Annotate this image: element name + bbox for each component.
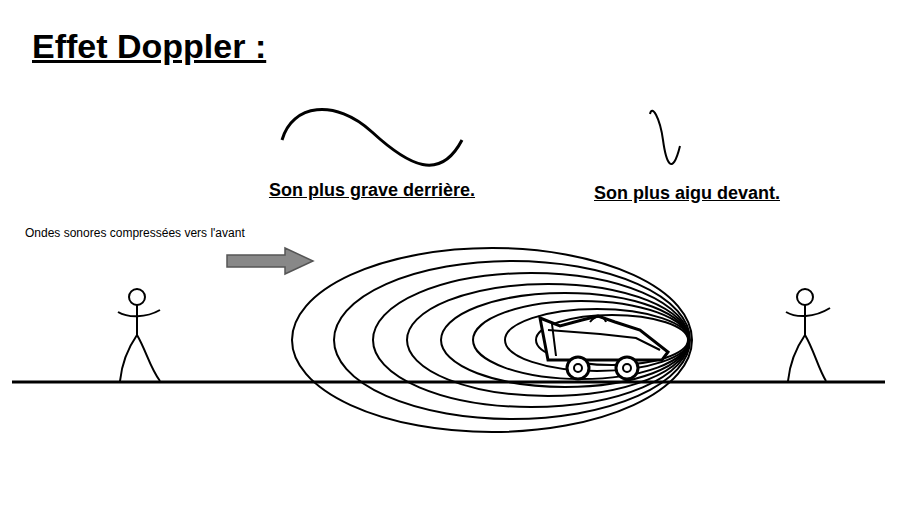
listener-ahead <box>786 289 830 381</box>
sound-wavefront <box>292 248 692 432</box>
sound-wavefront <box>334 261 690 419</box>
wave-caption: Son plus grave derrière. <box>269 180 475 201</box>
listener-behind <box>118 289 160 381</box>
diagram-title: Effet Doppler : <box>32 27 266 66</box>
moving-car <box>540 316 668 379</box>
sound-wavefront <box>473 301 689 379</box>
sound-wavefront <box>505 309 689 371</box>
ground-line <box>12 381 885 384</box>
sound-wavefront <box>536 315 688 365</box>
direction-arrow <box>227 248 313 274</box>
wave-caption: Son plus aigu devant. <box>594 183 780 204</box>
sound-wavefront <box>407 284 689 396</box>
sound-wavefront <box>373 273 689 407</box>
sound-wavefront <box>441 293 689 387</box>
high-frequency-wave <box>650 111 680 164</box>
low-frequency-wave <box>282 109 462 165</box>
arrow-note: Ondes sonores compressées vers l'avant <box>25 226 245 240</box>
